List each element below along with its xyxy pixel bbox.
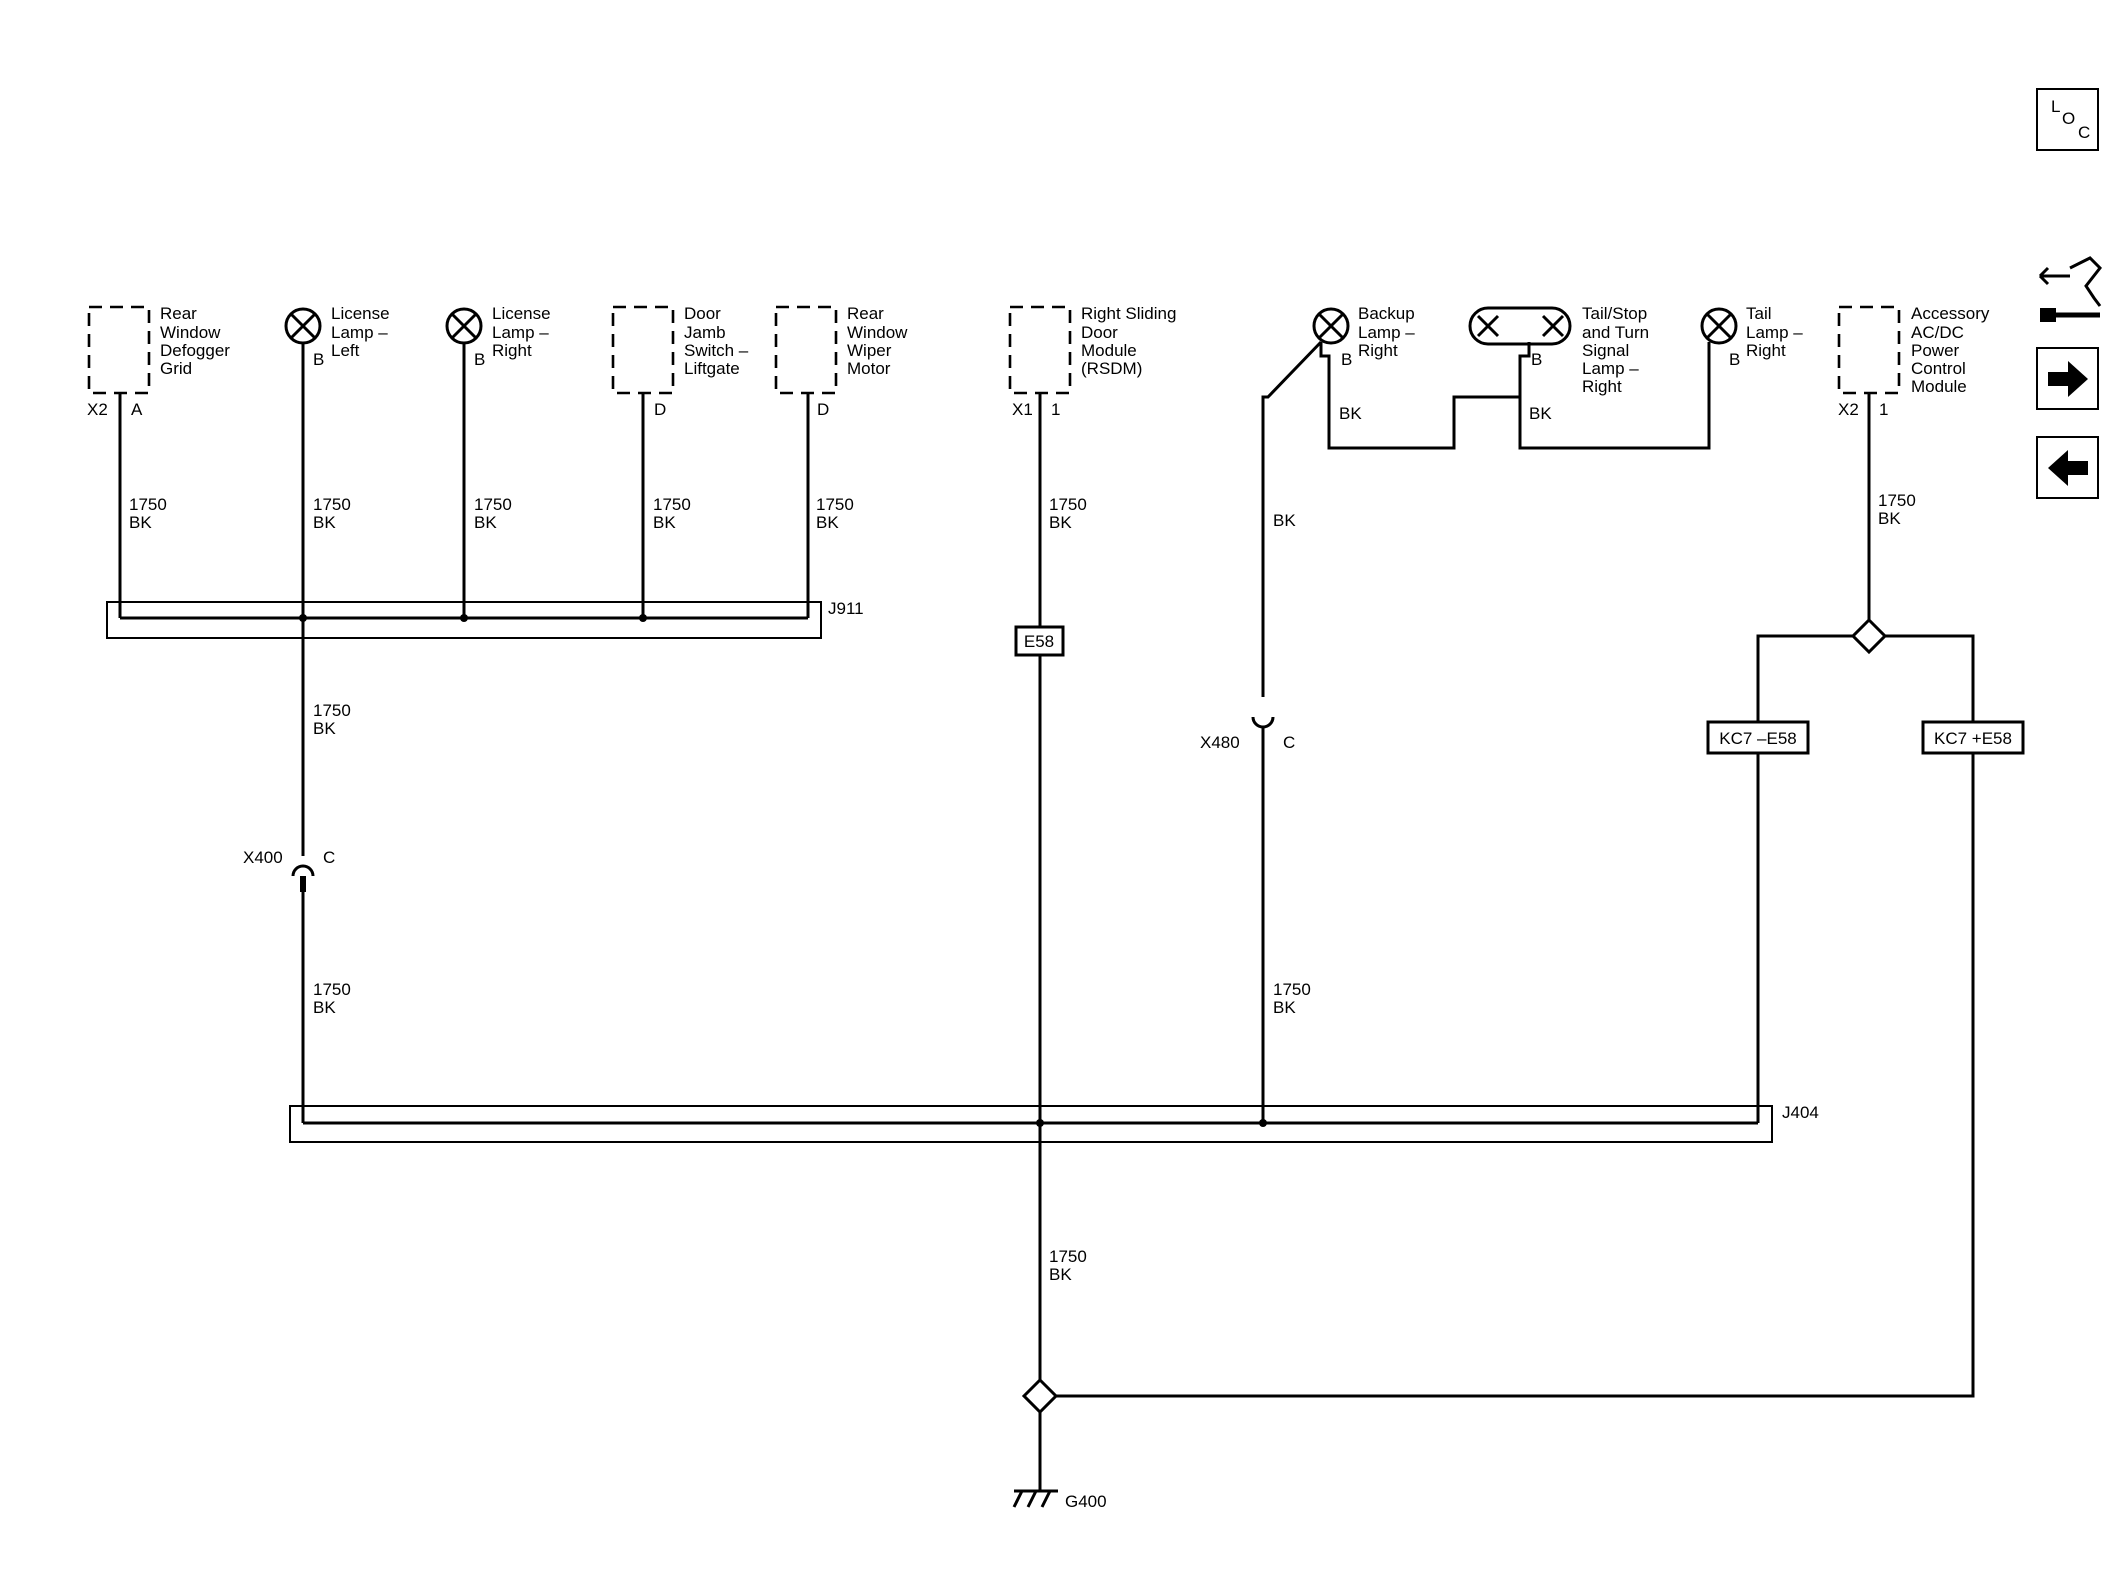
component-tail-lamp-right: Tail Lamp – Right B — [1700, 304, 1807, 369]
wire-label: 1750 BK — [1049, 1247, 1092, 1284]
wire-label: 1750 BK — [313, 495, 356, 532]
pin-label: B — [313, 350, 324, 369]
component-label: Tail Lamp – Right — [1746, 304, 1807, 360]
component-label: Rear Window Wiper Motor — [847, 304, 912, 378]
ground-g400: G400 — [1012, 1489, 1107, 1511]
component-label: License Lamp – Left — [331, 304, 394, 360]
component-label: Backup Lamp – Right — [1358, 304, 1419, 360]
pin-label: D — [654, 400, 666, 419]
pin-label: B — [1531, 350, 1542, 369]
option-box-kc7-minus-e58: KC7 –E58 — [1706, 720, 1810, 755]
connector-label: X2 — [1838, 400, 1859, 419]
wire-color-label: BK — [1529, 404, 1552, 423]
component-label: Rear Window Defogger Grid — [160, 304, 235, 378]
wire-backup-to-j404: BK X480 C 1750 BK — [1200, 340, 1323, 1123]
wire-wiper-motor: 1750 BK — [806, 393, 859, 618]
connector-label: X480 — [1200, 733, 1240, 752]
option-label: E58 — [1024, 632, 1054, 651]
wire-license-lamp-right: 1750 BK — [460, 343, 517, 622]
wire-j404-to-ground: 1750 BK — [1021, 1123, 1092, 1491]
option-label: KC7 –E58 — [1719, 729, 1797, 748]
splice-label: J911 — [828, 599, 864, 618]
wire-label: 1750 BK — [313, 701, 356, 738]
loc-letter: C — [2078, 123, 2090, 142]
connector-label: X400 — [243, 848, 283, 867]
wire-color-label: BK — [1339, 404, 1362, 423]
pin-label: B — [1729, 350, 1740, 369]
wire-door-jamb: 1750 BK — [639, 393, 696, 622]
component-backup-lamp-right: Backup Lamp – Right B — [1312, 304, 1419, 369]
inline-connector-x480: X480 C — [1200, 716, 1295, 752]
previous-page-button[interactable] — [2036, 436, 2099, 499]
pin-label: A — [131, 400, 143, 419]
pin-label: D — [817, 400, 829, 419]
wire-label: 1750 BK — [474, 495, 517, 532]
wire-rsdm: 1750 BK E58 — [1014, 393, 1092, 1123]
option-box-e58: E58 — [1014, 625, 1065, 657]
option-label: KC7 +E58 — [1934, 729, 2012, 748]
connector-label: X2 — [87, 400, 108, 419]
component-license-lamp-left: License Lamp – Left B — [284, 304, 394, 369]
wire-label: 1750 BK — [1049, 495, 1092, 532]
ground-label: G400 — [1065, 1492, 1107, 1511]
wire-label: 1750 BK — [1273, 980, 1316, 1017]
component-rear-window-wiper-motor: Rear Window Wiper Motor D — [774, 304, 912, 419]
next-page-button[interactable] — [2036, 347, 2099, 410]
component-label: Door Jamb Switch – Liftgate — [684, 304, 753, 378]
component-accessory-power-control-module: Accessory AC/DC Power Control Module X2 … — [1837, 304, 1994, 419]
splice-pack-j911: J911 — [106, 599, 864, 639]
option-box-kc7-plus-e58: KC7 +E58 — [1921, 720, 2025, 755]
inline-connector-x400: X400 C — [243, 848, 335, 892]
component-label: Right Sliding Door Module (RSDM) — [1081, 304, 1181, 378]
wire-label: 1750 BK — [653, 495, 696, 532]
pin-label: C — [323, 848, 335, 867]
wire-apcm: 1750 BK KC7 –E58 KC7 +E58 — [1056, 393, 2025, 1398]
arrow-left-icon — [2048, 450, 2088, 486]
wire-color-label: BK — [1273, 511, 1296, 530]
pin-label: 1 — [1051, 400, 1060, 419]
component-rear-window-defogger-grid: Rear Window Defogger Grid X2 A — [87, 304, 235, 419]
pin-label: B — [474, 350, 485, 369]
component-license-lamp-right: License Lamp – Right B — [445, 304, 555, 369]
pin-label: 1 — [1879, 400, 1888, 419]
loc-letter: O — [2062, 109, 2075, 128]
splice-pack-j404: J404 — [289, 1103, 1819, 1143]
connector-label: X1 — [1012, 400, 1033, 419]
pin-label: C — [1283, 733, 1295, 752]
splice-label: J404 — [1782, 1103, 1819, 1122]
wire-rear-lamps: BK BK — [1319, 342, 1711, 450]
wire-j911-to-j404: 1750 BK X400 C 1750 BK — [243, 618, 356, 1123]
component-label: Tail/Stop and Turn Signal Lamp – Right — [1582, 304, 1654, 396]
arrow-right-icon — [2048, 361, 2088, 397]
wire-defogger: 1750 BK — [118, 393, 172, 618]
pin-label: B — [1341, 350, 1352, 369]
wire-license-lamp-left: 1750 BK — [299, 343, 356, 622]
wire-label: 1750 BK — [1878, 491, 1921, 528]
wire-label: 1750 BK — [313, 980, 356, 1017]
loc-letter: L — [2051, 97, 2060, 116]
component-door-jamb-switch-liftgate: Door Jamb Switch – Liftgate D — [611, 304, 753, 419]
component-label: Accessory AC/DC Power Control Module — [1911, 304, 1994, 396]
component-right-sliding-door-module: Right Sliding Door Module (RSDM) X1 1 — [1008, 304, 1181, 419]
component-tail-stop-turn-signal-lamp-right: Tail/Stop and Turn Signal Lamp – Right B — [1468, 304, 1654, 396]
wire-label: 1750 BK — [129, 495, 172, 532]
connector-view-icon[interactable] — [2038, 256, 2102, 322]
location-button[interactable]: L O C — [2036, 88, 2099, 151]
wire-label: 1750 BK — [816, 495, 859, 532]
component-label: License Lamp – Right — [492, 304, 555, 360]
